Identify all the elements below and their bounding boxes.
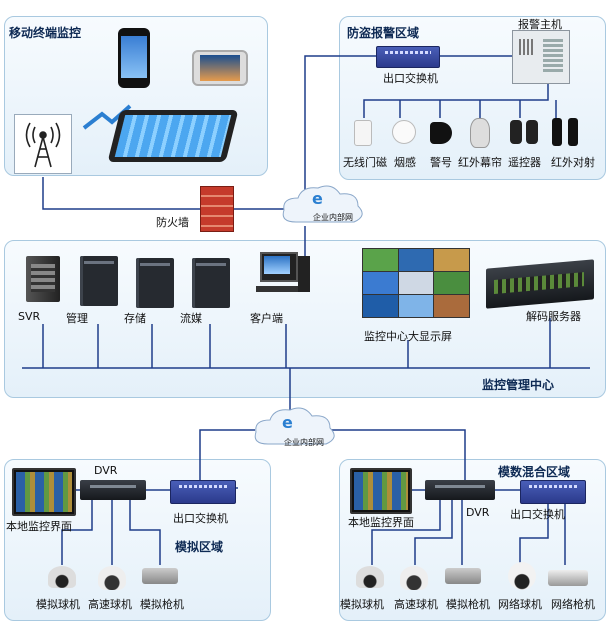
analog-dome-label: 模拟球机	[36, 598, 80, 611]
client-pc-icon	[256, 252, 312, 300]
svr-label: SVR	[18, 310, 41, 323]
manage-server-icon	[80, 256, 118, 306]
analog-gun-label: 模拟枪机	[140, 598, 184, 611]
mixed-local-monitor	[350, 468, 412, 514]
smoke-label: 烟感	[394, 156, 416, 169]
network-gun-camera	[548, 570, 588, 586]
analog-title: 模拟区域	[175, 540, 224, 554]
mixed-speed-label: 高速球机	[394, 598, 438, 611]
mixed-dvr	[425, 480, 495, 500]
alarm-switch-label: 出口交换机	[383, 72, 438, 85]
mixed-dome-camera	[356, 566, 384, 588]
network-dome-camera	[508, 562, 536, 590]
svg-text:e: e	[312, 189, 323, 208]
manage-label: 管理	[66, 312, 88, 325]
alarm-switch	[376, 46, 440, 68]
cloud-top-icon: e	[278, 182, 368, 228]
remote-icon-2	[526, 120, 538, 144]
antenna-icon	[14, 114, 72, 174]
video-wall	[362, 248, 470, 318]
media-server-icon	[192, 258, 230, 308]
mixed-switch	[520, 480, 586, 504]
svg-text:e: e	[282, 413, 293, 432]
cloud-bottom-icon: e	[250, 404, 340, 450]
smartphone-icon	[118, 28, 150, 88]
center-title: 监控管理中心	[482, 378, 555, 392]
analog-speed-label: 高速球机	[88, 598, 132, 611]
alarm-host-label: 报警主机	[518, 18, 562, 31]
analog-dvr	[80, 480, 146, 500]
beam-label: 红外对射	[551, 156, 595, 169]
media-label: 流媒	[180, 312, 202, 325]
mixed-gun-camera	[445, 568, 481, 584]
wire-cloud-alarm	[304, 55, 378, 200]
curtain-label: 红外幕帘	[458, 156, 502, 169]
mixed-netdome-label: 网络球机	[498, 598, 542, 611]
landscape-phone-icon	[192, 50, 248, 86]
remote-icon	[510, 120, 522, 144]
tablet-icon	[107, 110, 239, 162]
mixed-netgun-label: 网络枪机	[551, 598, 595, 611]
magnet-label: 无线门磁	[343, 156, 387, 169]
firewall-label: 防火墙	[156, 216, 189, 229]
mobile-title: 移动终端监控	[9, 26, 82, 40]
wire-cloud-mixed	[330, 429, 466, 480]
alarm-host	[512, 30, 570, 84]
analog-dvr-label: DVR	[94, 464, 118, 477]
client-label: 客户端	[250, 312, 283, 325]
mixed-switch-label: 出口交换机	[510, 508, 565, 521]
alarm-title: 防盗报警区域	[347, 26, 420, 40]
siren-label: 警号	[430, 156, 452, 169]
storage-label: 存储	[124, 312, 146, 325]
analog-dome-camera	[48, 566, 76, 588]
mixed-gun-label: 模拟枪机	[446, 598, 490, 611]
cloud-bottom-label: 企业内部网	[284, 438, 324, 447]
analog-gun-camera	[142, 568, 178, 584]
analog-speed-dome	[98, 566, 126, 590]
cloud-top-label: 企业内部网	[313, 213, 353, 222]
siren-icon	[430, 122, 452, 144]
beam-sensor-icon-2	[568, 118, 578, 146]
decoder-label: 解码服务器	[526, 310, 581, 323]
mixed-dvr-label: DVR	[466, 506, 490, 519]
big-screen-label: 监控中心大显示屏	[364, 330, 452, 343]
analog-switch	[170, 480, 236, 504]
svr-icon	[26, 256, 60, 302]
mixed-title: 模数混合区域	[498, 465, 571, 479]
analog-local-monitor	[12, 468, 76, 516]
mixed-speed-dome	[400, 566, 428, 590]
analog-local-label: 本地监控界面	[6, 520, 72, 533]
storage-server-icon	[136, 258, 174, 308]
analog-switch-label: 出口交换机	[173, 512, 228, 525]
wire-host-sensors	[363, 82, 549, 118]
smoke-detector-icon	[392, 120, 416, 144]
curtain-sensor-icon	[470, 118, 490, 148]
mixed-local-label: 本地监控界面	[348, 516, 414, 529]
firewall-icon	[200, 186, 234, 232]
door-magnet-icon	[354, 120, 372, 146]
mixed-dome-label: 模拟球机	[340, 598, 384, 611]
beam-sensor-icon	[552, 118, 562, 146]
wire-mobile-firewall	[42, 177, 285, 210]
remote-label: 遥控器	[508, 156, 541, 169]
